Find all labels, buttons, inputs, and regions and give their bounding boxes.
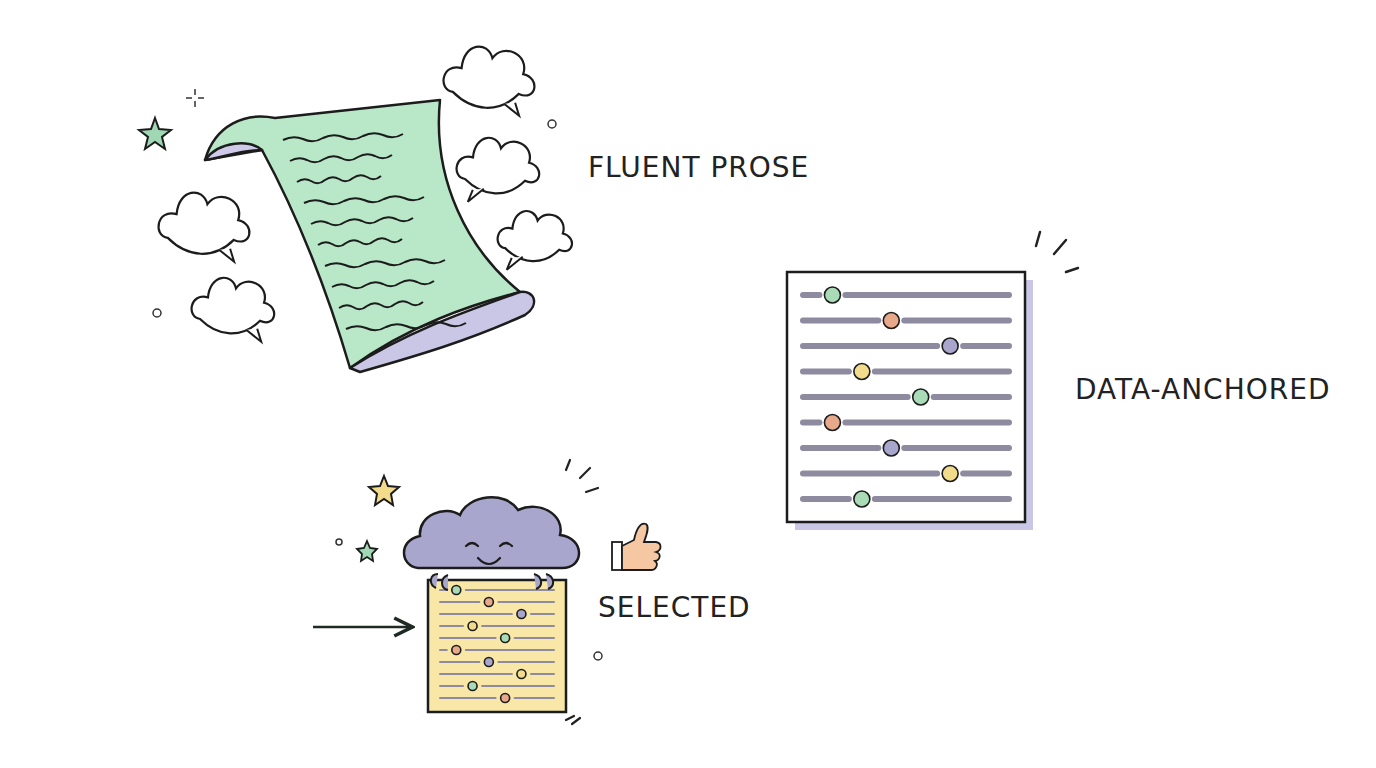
text-bar [531, 673, 554, 675]
text-bar [803, 445, 878, 451]
data-dot [484, 658, 493, 667]
scribble-line [311, 217, 413, 225]
cloud [159, 193, 250, 254]
cloud [192, 278, 275, 334]
scribble-line [290, 154, 392, 162]
text-bar [803, 343, 937, 349]
thought-clouds [159, 47, 572, 342]
text-bar [466, 649, 554, 651]
cloud [444, 47, 535, 108]
text-bar [440, 649, 447, 651]
data-dot [517, 670, 526, 679]
text-bar [803, 369, 849, 375]
text-bar [498, 661, 554, 663]
sparkle [186, 89, 204, 107]
text-bar [531, 613, 554, 615]
data-dot [824, 287, 840, 303]
data-dot [942, 338, 958, 354]
text-bar [482, 685, 554, 687]
text-bar [482, 625, 554, 627]
scribble-line [283, 133, 403, 141]
text-bar [440, 697, 496, 699]
text-bar [440, 673, 512, 675]
text-bar [440, 685, 463, 687]
thumbs-up [612, 524, 661, 570]
text-bar [803, 292, 819, 298]
caption-label: SELECTED [598, 593, 751, 624]
data-dot [883, 313, 899, 329]
data-dot [913, 389, 929, 405]
text-bar [803, 318, 878, 324]
data-dot [517, 610, 526, 619]
text-bar [515, 637, 554, 639]
cloud [457, 138, 540, 194]
text-bar [963, 343, 1009, 349]
text-bar [440, 661, 479, 663]
cloud-tail [507, 257, 523, 270]
data-dot [501, 694, 510, 703]
text-bar [845, 420, 1009, 426]
data-dot [452, 646, 461, 655]
data-dot [854, 491, 870, 507]
data-dot [468, 622, 477, 631]
text-bar [498, 601, 554, 603]
star [139, 118, 171, 149]
cloud-tail [246, 329, 261, 342]
data-document [787, 232, 1078, 530]
scribble-line [325, 259, 445, 267]
text-bar [515, 697, 554, 699]
text-bar [963, 471, 1009, 477]
text-bar [440, 637, 496, 639]
data-dot [468, 682, 477, 691]
cloud-tail [468, 189, 484, 202]
text-bar [440, 613, 512, 615]
text-bar [904, 318, 1009, 324]
text-bar [875, 369, 1009, 375]
text-bar [803, 496, 849, 502]
text-bar [466, 589, 554, 591]
data-dot [883, 440, 899, 456]
text-bar [875, 496, 1009, 502]
scribble-line [346, 322, 466, 330]
text-bar [803, 471, 937, 477]
text-bar [934, 394, 1009, 400]
scribble-line [339, 301, 423, 309]
data-dot [484, 598, 493, 607]
scribble-line [332, 280, 434, 288]
caption-label: FLUENT PROSE [588, 153, 809, 184]
cloud [498, 211, 572, 261]
data-dot [452, 586, 461, 595]
text-bar [845, 292, 1009, 298]
text-bar [440, 625, 463, 627]
cloud-tail [504, 103, 519, 116]
data-dot [824, 415, 840, 431]
data-dot [942, 466, 958, 482]
text-bar [904, 445, 1009, 451]
scribble-line [318, 238, 402, 246]
cloud-tail [219, 249, 234, 262]
caption-label: DATA-ANCHORED [1075, 375, 1330, 406]
text-bar [803, 420, 819, 426]
text-bar [803, 394, 908, 400]
scribble-line [304, 196, 424, 204]
data-dot [501, 634, 510, 643]
scribble-line [297, 175, 381, 183]
data-dot [854, 364, 870, 380]
text-bar [440, 601, 479, 603]
pointer-arrow [313, 626, 410, 629]
